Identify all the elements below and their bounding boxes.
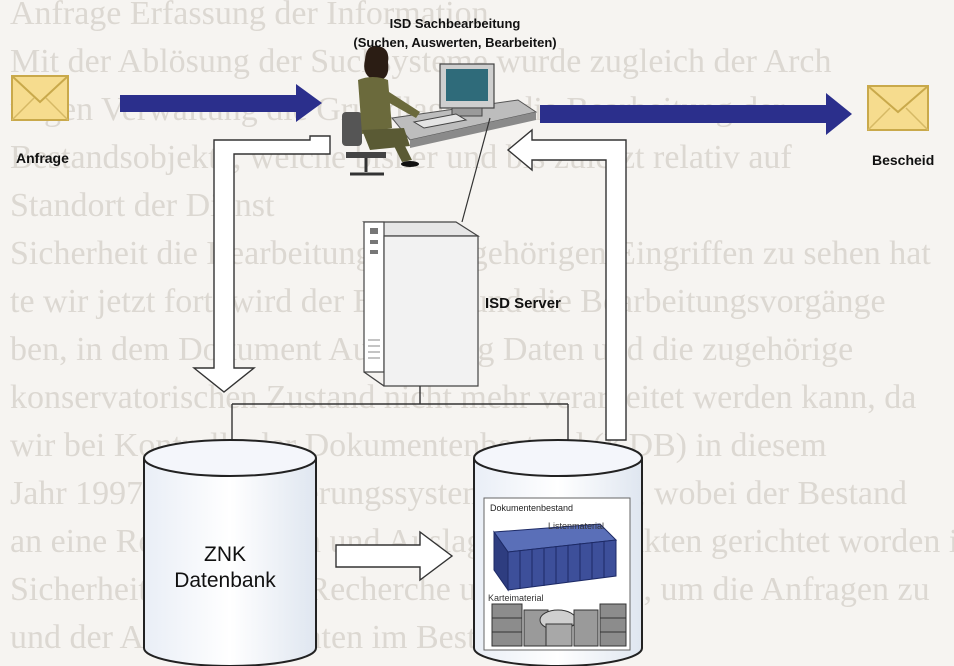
list-material-shelves-icon: [493, 523, 618, 592]
clerk-title: ISD Sachbearbeitung (Suchen, Auswerten, …: [325, 14, 585, 52]
database-label: ZNK Datenbank: [155, 542, 295, 594]
clerk-workstation-icon: [342, 45, 538, 176]
output-label: Bescheid: [872, 152, 935, 168]
clerk-title-line2: (Suchen, Auswerten, Bearbeiten): [353, 35, 557, 50]
input-label: Anfrage: [16, 150, 69, 166]
clerk-title-line1: ISD Sachbearbeitung: [389, 16, 521, 31]
database-label-line2: Datenbank: [174, 569, 276, 592]
card-material-cabinets-icon: [491, 603, 627, 647]
hollow-arrow-db-to-archive: [335, 530, 454, 582]
server-label: ISD Server: [485, 295, 561, 312]
output-arrow: [540, 93, 852, 135]
envelope-in-icon: [11, 75, 69, 121]
archive-sub-label-2: Karteimaterial: [488, 593, 544, 603]
input-arrow: [120, 84, 322, 122]
monitor-server-link: [461, 117, 491, 223]
envelope-out-icon: [867, 85, 929, 131]
archive-title-label: Dokumentenbestand: [490, 503, 574, 513]
network-link: [231, 386, 569, 440]
hollow-arrow-to-database: [192, 135, 331, 393]
hollow-arrow-from-archive: [506, 128, 627, 441]
archive-sub-label-1: Listenmaterial: [548, 521, 605, 531]
database-label-line1: ZNK: [204, 543, 246, 566]
document-archive-cylinder: [473, 439, 643, 666]
server-icon: [362, 221, 481, 387]
